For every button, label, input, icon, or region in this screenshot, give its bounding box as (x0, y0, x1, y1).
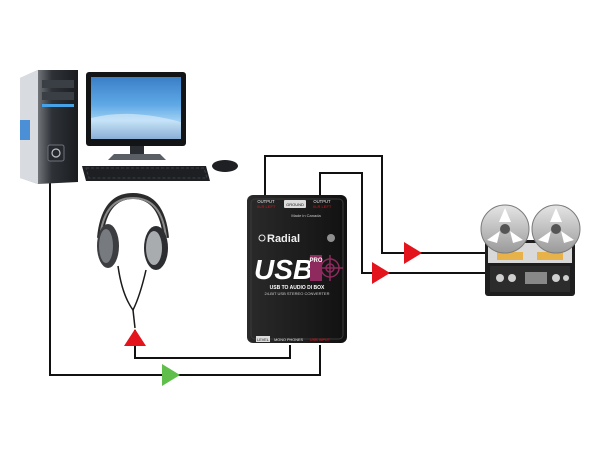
made-in-label: Made in Canada (291, 213, 321, 218)
left-reel (480, 204, 530, 254)
top-label-output-left-sub: XLR LEFT (257, 204, 276, 209)
arrow-to-recorder-top (404, 242, 422, 264)
arrow-to-usb-box (162, 364, 180, 386)
arrow-to-recorder-bottom (372, 262, 390, 284)
flow-arrows (124, 242, 422, 386)
pc-monitor (86, 72, 186, 160)
model-suffix: PRO (309, 258, 322, 264)
tagline: USB TO AUDIO DI BOX (270, 285, 325, 291)
bottom-label-usb-input: USB INPUT (310, 338, 331, 342)
brand-logo-icon (258, 234, 266, 242)
usb-cable (49, 180, 321, 376)
desktop-computer-icon (20, 70, 238, 184)
brand-name: Radial (267, 233, 300, 245)
pc-mouse (212, 160, 238, 172)
headphones-icon (97, 192, 169, 329)
top-label-output-right: OUTPUT (313, 199, 331, 204)
power-led (327, 234, 335, 242)
top-label-ground: GROUND (286, 202, 304, 207)
crosshair-icon (317, 255, 343, 281)
subtitle: 24-BIT USB STEREO CONVERTER (265, 291, 330, 296)
top-label-output-right-sub: XLR LEFT (313, 204, 332, 209)
wires (49, 155, 487, 376)
bottom-label-mono: MONO (274, 338, 286, 342)
arrow-to-headphones (124, 329, 146, 346)
reel-to-reel-recorder-icon (480, 204, 581, 296)
pc-keyboard (82, 166, 210, 181)
top-label-output-left: OUTPUT (257, 199, 275, 204)
pc-tower (20, 70, 78, 184)
output-right-cable (319, 172, 487, 274)
model-name: USB (254, 254, 313, 285)
radial-usb-pro-box: OUTPUT XLR LEFT GROUND OUTPUT XLR LEFT M… (247, 195, 347, 343)
bottom-label-phones: PHONES (287, 338, 304, 342)
right-reel (531, 204, 581, 254)
bottom-label-level: LEVEL (257, 338, 269, 342)
